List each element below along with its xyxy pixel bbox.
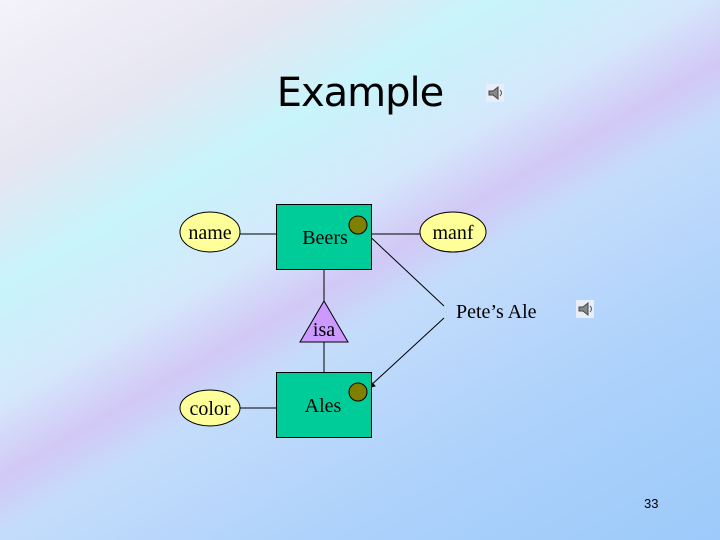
- speaker-icon[interactable]: [576, 300, 594, 318]
- speaker-icon[interactable]: [486, 84, 504, 102]
- isa-label: isa: [313, 319, 335, 341]
- entity-beers: [276, 204, 372, 270]
- attribute-manf: [419, 211, 487, 253]
- slide-title: Example: [276, 70, 445, 116]
- instance-dot-beers: [348, 215, 368, 235]
- page-number: 33: [644, 496, 659, 511]
- arrow-to-ales: [367, 317, 445, 389]
- attribute-name-label: name: [188, 222, 231, 244]
- arrow-to-beers: [362, 229, 445, 307]
- entity-beers-label: Beers: [302, 227, 348, 249]
- isa-triangle: [299, 300, 349, 343]
- attribute-color-label: color: [189, 398, 230, 420]
- attribute-color: [179, 389, 241, 427]
- instance-dot-ales: [348, 382, 368, 402]
- entity-ales-label: Ales: [305, 395, 342, 417]
- attribute-manf-label: manf: [432, 222, 473, 244]
- attribute-name: [179, 211, 241, 253]
- instance-label: Pete’s Ale: [456, 301, 537, 323]
